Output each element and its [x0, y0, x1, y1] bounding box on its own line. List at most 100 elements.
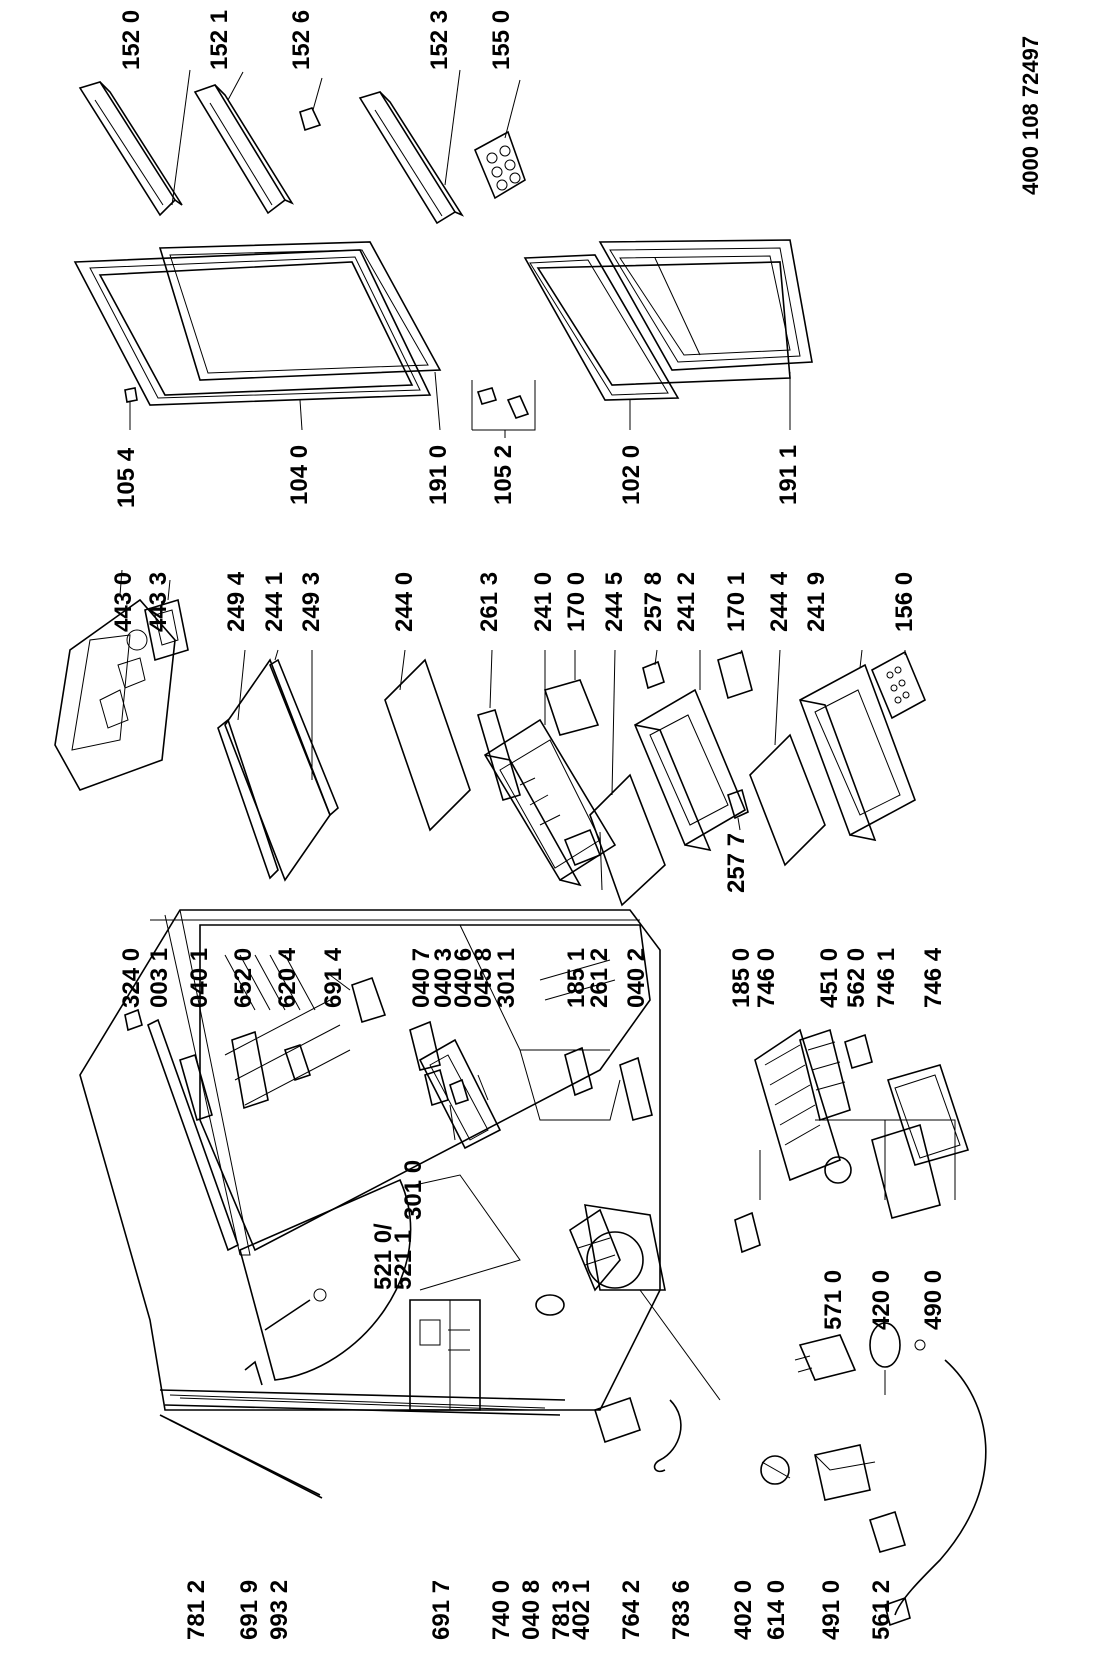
label-2441: 244 1	[261, 571, 288, 632]
label-4200: 420 0	[868, 1269, 895, 1330]
part-6919	[244, 1360, 263, 1386]
label-4510: 451 0	[816, 947, 843, 1008]
relay-5710	[794, 1334, 857, 1381]
label-6204: 620 4	[274, 947, 301, 1008]
label-0402: 040 2	[623, 947, 650, 1008]
label-5211: 521 1	[390, 1229, 417, 1290]
part-1850	[734, 1211, 761, 1254]
drain-7813	[535, 1294, 565, 1316]
label-1040: 104 0	[286, 444, 313, 505]
label-2445: 244 5	[601, 571, 628, 632]
label-2410: 241 0	[530, 571, 557, 632]
door-bin-1523	[358, 69, 465, 225]
label-1550: 155 0	[488, 9, 515, 70]
label-2440: 244 0	[391, 571, 418, 632]
glass-2440	[384, 649, 471, 832]
label-1700: 170 0	[563, 571, 590, 632]
heater-4510	[799, 1028, 851, 1122]
part-7642	[594, 1396, 641, 1444]
part-0031	[147, 1018, 239, 1252]
label-6917: 691 7	[428, 1579, 455, 1640]
cover-7464	[886, 1064, 970, 1166]
label-2412: 241 2	[673, 571, 700, 632]
power-cord-4900	[884, 1359, 987, 1627]
label-7460: 746 0	[753, 947, 780, 1008]
parts-0407-0403-0406	[409, 1020, 489, 1107]
label-1526: 152 6	[288, 9, 315, 70]
door-bin-1520	[78, 69, 191, 217]
cover-1700	[543, 650, 600, 736]
drawer-2410	[483, 650, 617, 887]
label-6914: 691 4	[320, 947, 347, 1008]
clip-2578	[642, 649, 665, 690]
label-1850: 185 0	[728, 947, 755, 1008]
bracket-0402	[619, 1056, 653, 1121]
label-1052: 105 2	[490, 444, 517, 505]
label-2494: 249 4	[223, 571, 250, 632]
label-4021: 402 1	[568, 1579, 595, 1640]
part-6204	[283, 1043, 312, 1082]
part-6140	[760, 1455, 791, 1485]
document-number: 4000 108 72497	[1018, 35, 1043, 195]
capacitor-4200	[869, 1322, 926, 1395]
lamp-6914	[329, 974, 387, 1024]
label-7461: 746 1	[873, 947, 900, 1008]
fan-assembly-4430	[54, 569, 176, 791]
fan-housing-7461	[815, 1119, 956, 1219]
label-5710: 571 0	[820, 1269, 847, 1330]
label-2578: 257 8	[640, 571, 667, 632]
label-6919: 691 9	[236, 1579, 263, 1640]
label-1910: 191 0	[425, 444, 452, 505]
label-6140: 614 0	[763, 1579, 790, 1640]
bracket-0401	[179, 1053, 213, 1122]
cover-4433	[144, 579, 189, 662]
egg-tray-1550	[473, 79, 526, 200]
lower-gasket-1911	[598, 239, 813, 430]
evaporator-7460	[754, 1028, 841, 1200]
label-2419: 241 9	[803, 571, 830, 632]
drawer-2419	[799, 649, 916, 842]
label-5620: 562 0	[843, 947, 870, 1008]
cabinet-body	[79, 909, 661, 1416]
lower-door-1020	[523, 254, 791, 430]
label-1523: 152 3	[426, 9, 453, 70]
label-4020: 402 0	[730, 1579, 757, 1640]
hinge-parts-1052	[471, 380, 536, 438]
label-4433: 443 3	[145, 571, 172, 632]
label-1520: 152 0	[118, 9, 145, 70]
label-9932: 993 2	[266, 1579, 293, 1640]
label-1020: 102 0	[618, 444, 645, 505]
cover-1701	[717, 649, 753, 700]
clip-1526	[299, 77, 323, 132]
label-4430: 443 0	[110, 571, 137, 632]
part-3240	[124, 1008, 143, 1032]
label-2577: 257 7	[723, 832, 750, 893]
label-1701: 170 1	[723, 571, 750, 632]
label-2612: 261 2	[586, 947, 613, 1008]
part-7836	[653, 1399, 682, 1473]
control-board-5210	[418, 1038, 502, 1150]
label-3011: 301 1	[493, 947, 520, 1008]
ice-tray-1560	[870, 650, 927, 720]
part-1851	[564, 1046, 593, 1097]
part-5612	[868, 1510, 907, 1553]
label-7812: 781 2	[183, 1579, 210, 1640]
label-0031: 003 1	[146, 947, 173, 1008]
part-5620	[844, 1033, 873, 1070]
label-3010: 301 0	[400, 1159, 427, 1220]
glass-2444	[749, 649, 826, 867]
clip-2577	[727, 788, 749, 831]
door-bin-1521	[193, 71, 295, 215]
label-6520: 652 0	[230, 947, 257, 1008]
label-4910: 491 0	[818, 1579, 845, 1640]
label-3240: 324 0	[118, 947, 145, 1008]
label-2613: 261 3	[476, 571, 503, 632]
label-4900: 490 0	[920, 1269, 947, 1330]
part-6520	[231, 1030, 269, 1110]
label-7464: 746 4	[920, 947, 947, 1008]
shelf-2441	[217, 649, 339, 882]
glass-2445	[563, 649, 666, 907]
label-2444: 244 4	[766, 571, 793, 632]
